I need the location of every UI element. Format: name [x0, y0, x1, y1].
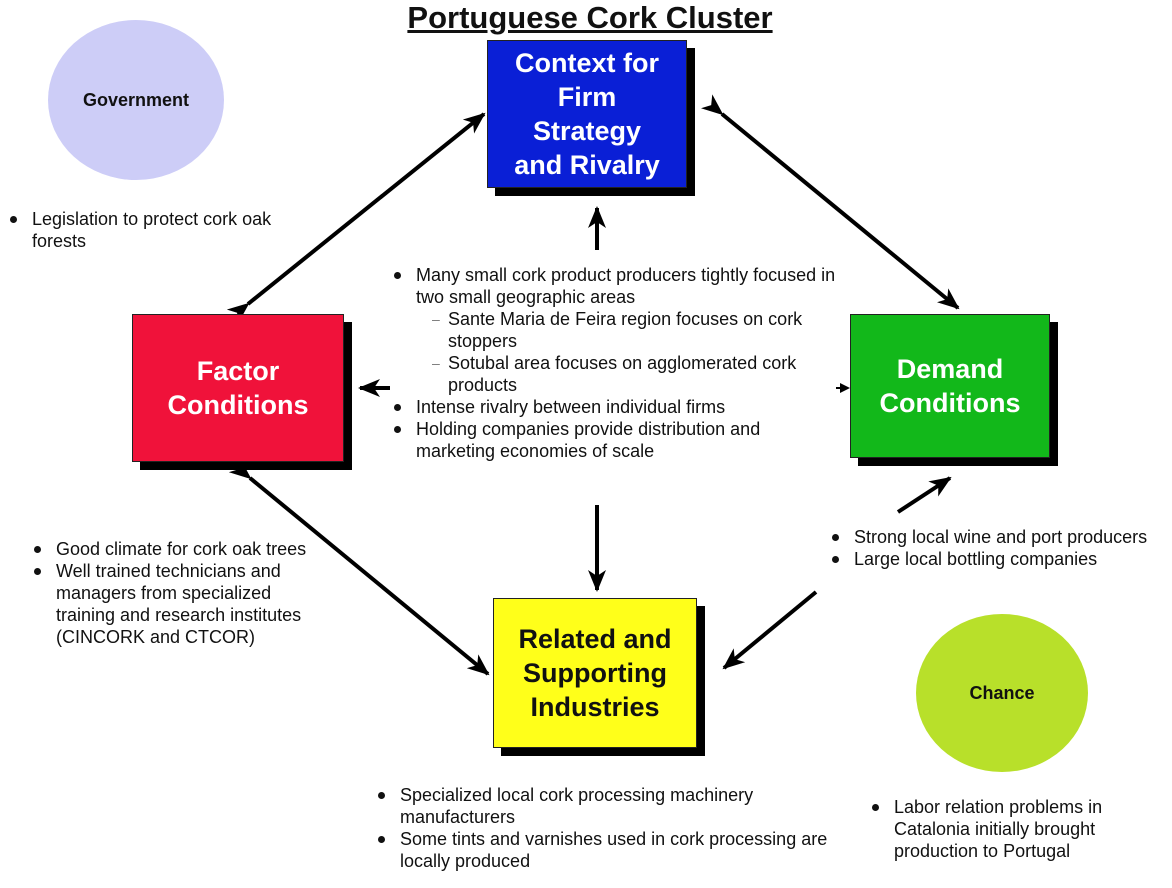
demand-bullet-2: Large local bottling companies: [826, 548, 1166, 570]
center-bullet-3: Holding companies provide distribution a…: [388, 418, 838, 462]
strategy-line-3: Strategy: [532, 116, 642, 146]
center-sub-bullet-1: Sante Maria de Feira region focuses on c…: [388, 308, 838, 352]
related-bullet-2: Some tints and varnishes used in cork pr…: [372, 828, 842, 872]
factor-bullet-2: Well trained technicians and managers fr…: [28, 560, 328, 648]
strategy-line-2: Firm: [557, 82, 617, 112]
arrow-factor-related: [228, 458, 490, 676]
demand-bullets: Strong local wine and port producers Lar…: [826, 526, 1166, 570]
arrow-to-demand: [896, 476, 952, 514]
related-line-1: Related and: [518, 624, 672, 654]
strategy-line-1: Context for: [515, 48, 659, 78]
demand-bullet-1: Strong local wine and port producers: [826, 526, 1166, 548]
arrow-strategy-demand: [700, 94, 960, 310]
government-circle: Government: [48, 20, 224, 180]
demand-conditions-box: Demand Conditions: [850, 314, 1058, 466]
arrow-demand-related: [722, 590, 818, 670]
center-bullet-1: Many small cork product producers tightl…: [388, 264, 838, 308]
related-industries-box: Related and Supporting Industries: [493, 598, 705, 756]
demand-line-2: Conditions: [879, 388, 1021, 418]
factor-bullet-1: Good climate for cork oak trees: [28, 538, 328, 560]
demand-line-1: Demand: [896, 354, 1004, 384]
diagram-title: Portuguese Cork Cluster: [407, 0, 773, 35]
center-sub-bullet-2: Sotubal area focuses on agglomerated cor…: [388, 352, 838, 396]
factor-conditions-box: Factor Conditions: [132, 314, 352, 470]
center-bullet-2: Intense rivalry between individual firms: [388, 396, 838, 418]
government-bullet-1: Legislation to protect cork oak forests: [4, 208, 304, 252]
factor-line-1: Factor: [196, 356, 280, 386]
related-bullets: Specialized local cork processing machin…: [372, 784, 842, 872]
strategy-box: Context for Firm Strategy and Rivalry: [487, 40, 695, 196]
government-label: Government: [82, 89, 190, 110]
factor-bullets: Good climate for cork oak trees Well tra…: [28, 538, 328, 648]
arrow-factor-strategy: [226, 112, 486, 324]
chance-bullet-1: Labor relation problems in Catalonia ini…: [866, 796, 1166, 862]
related-line-3: Industries: [530, 692, 660, 722]
center-bullets: Many small cork product producers tightl…: [388, 264, 838, 462]
government-bullets: Legislation to protect cork oak forests: [4, 208, 304, 252]
strategy-line-4: and Rivalry: [514, 150, 660, 180]
chance-circle: Chance: [916, 614, 1088, 772]
factor-line-2: Conditions: [167, 390, 309, 420]
chance-label: Chance: [969, 682, 1035, 703]
related-line-2: Supporting: [523, 658, 667, 688]
related-bullet-1: Specialized local cork processing machin…: [372, 784, 842, 828]
chance-bullets: Labor relation problems in Catalonia ini…: [866, 796, 1166, 862]
